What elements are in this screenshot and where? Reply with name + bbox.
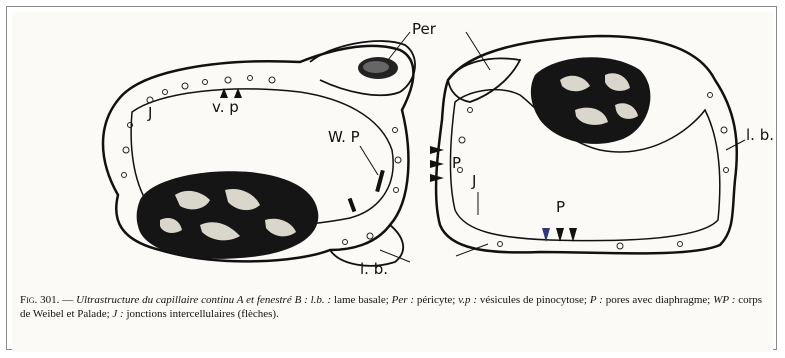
caption-key-j: J : [112, 308, 123, 320]
label-p-right: P [452, 154, 461, 172]
caption-key-vp: v.p : [458, 294, 477, 306]
label-j-right: J [471, 172, 476, 190]
caption-dash: — [59, 294, 76, 306]
label-wp: W. P [328, 128, 360, 146]
figure-caption: Fig. 301. — Ultrastructure du capillaire… [20, 293, 762, 321]
caption-fig-number: Fig. 301. [20, 294, 59, 306]
label-j-left: J [147, 104, 152, 122]
label-lb-right: l. b. [746, 126, 774, 144]
weibel-palade-bodies [348, 170, 385, 212]
caption-text-4: pores avec diaphragme; [603, 294, 713, 306]
caption-text-2: péricyte; [414, 294, 458, 306]
label-lb-left: l. b. [360, 260, 388, 278]
caption-text-1: lame basale; [331, 294, 391, 306]
left-nucleus [137, 171, 319, 259]
right-nucleus [531, 57, 651, 144]
label-per: Per [412, 20, 437, 38]
label-vp: v. p [212, 98, 239, 116]
caption-text-6: jonctions intercellulaires (flèches). [124, 308, 279, 320]
caption-title: Ultrastructure du capillaire continu A e… [76, 294, 331, 306]
caption-text-3: vésicules de pinocytose; [477, 294, 590, 306]
caption-key-wp: WP : [713, 294, 735, 306]
label-p-bottom: P [556, 198, 565, 216]
caption-key-p: P : [590, 294, 603, 306]
caption-key-per: Per : [392, 294, 414, 306]
